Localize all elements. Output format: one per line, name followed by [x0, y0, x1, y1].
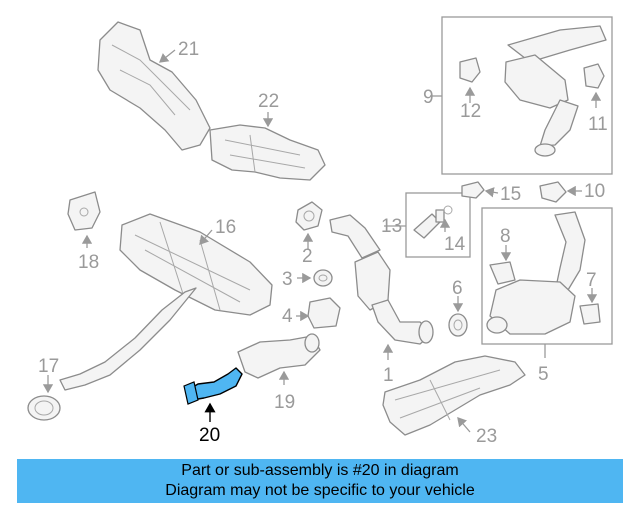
label-5: 5: [538, 364, 549, 385]
part-6-gasket: 6: [448, 278, 468, 337]
label-13: 13: [381, 216, 402, 237]
part-20-pipe-highlighted: 20: [183, 367, 243, 446]
label-10: 10: [584, 181, 605, 202]
part-22-heat-shield: 22: [209, 91, 326, 181]
part-23-heat-shield: 23: [382, 355, 526, 447]
label-15: 15: [500, 184, 521, 205]
part-5-muffler-group: 5 8 7: [481, 207, 613, 385]
banner-line-2: Diagram may not be specific to your vehi…: [165, 482, 475, 499]
banner-line-1: Part or sub-assembly is #20 in diagram: [181, 462, 459, 479]
part-3-bushing: 3: [282, 269, 333, 290]
part-15-gasket: 15: [461, 181, 521, 205]
part-16-muffler: 16: [59, 213, 273, 391]
label-3: 3: [282, 269, 293, 290]
label-23: 23: [476, 426, 497, 447]
label-7: 7: [586, 270, 597, 291]
part-10-gasket: 10: [539, 181, 605, 203]
label-12: 12: [460, 101, 481, 122]
info-banner: Part or sub-assembly is #20 in diagram D…: [17, 459, 623, 503]
label-4: 4: [282, 306, 293, 327]
label-21: 21: [178, 39, 199, 60]
label-9: 9: [423, 87, 434, 108]
label-16: 16: [215, 217, 236, 238]
part-17-clamp: 17: [27, 356, 61, 421]
label-2: 2: [302, 246, 313, 267]
label-18: 18: [78, 252, 99, 273]
part-13-14-sensor-group: 13 14: [381, 192, 471, 258]
label-6: 6: [452, 278, 463, 299]
part-1-front-pipe: 1: [329, 214, 434, 386]
part-18-bracket: 18: [67, 191, 101, 273]
part-21-heat-shield: 21: [97, 21, 211, 151]
label-14: 14: [444, 234, 466, 255]
label-1: 1: [383, 365, 394, 386]
label-17: 17: [38, 356, 59, 377]
part-4-bracket: 4: [282, 297, 341, 329]
label-20: 20: [199, 425, 220, 446]
label-8: 8: [500, 226, 511, 247]
label-22: 22: [258, 91, 279, 112]
label-11: 11: [588, 114, 608, 135]
part-9-muffler-group: 9 12 11: [423, 16, 613, 175]
part-2-gasket: 2: [295, 201, 323, 267]
part-19-pipe: 19: [237, 333, 321, 413]
label-19: 19: [274, 392, 295, 413]
